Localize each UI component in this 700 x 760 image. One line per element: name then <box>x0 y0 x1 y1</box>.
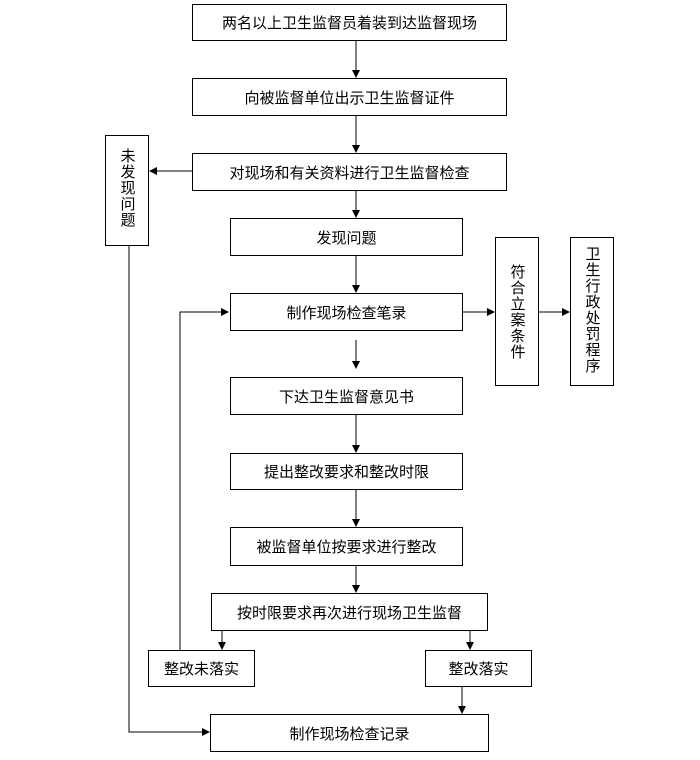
box-meets-case: 符合立案条件 <box>495 237 539 386</box>
step-final-record: 制作现场检查记录 <box>210 714 489 752</box>
step-not-done: 整改未落实 <box>148 650 255 687</box>
step-done: 整改落实 <box>425 650 532 687</box>
step-make-record: 制作现场检查笔录 <box>230 293 463 331</box>
box-no-problem: 未发现问题 <box>105 135 149 246</box>
step-inspection: 对现场和有关资料进行卫生监督检查 <box>192 153 507 191</box>
step-show-certificate: 向被监督单位出示卫生监督证件 <box>192 78 507 116</box>
step-unit-rectify: 被监督单位按要求进行整改 <box>230 527 463 566</box>
step-set-deadline: 提出整改要求和整改时限 <box>230 453 463 490</box>
step-arrive-site: 两名以上卫生监督员着装到达监督现场 <box>192 4 507 41</box>
step-problem-found: 发现问题 <box>230 218 463 256</box>
arrow-no-problem-final <box>128 246 210 736</box>
arrow-not-done-loop <box>179 308 229 650</box>
step-issue-opinion: 下达卫生监督意见书 <box>230 377 463 415</box>
box-admin-penalty: 卫生行政处罚程序 <box>570 237 614 386</box>
no-problem-label: 未发现问题 <box>118 148 137 228</box>
admin-penalty-label: 卫生行政处罚程序 <box>583 246 602 374</box>
meets-case-label: 符合立案条件 <box>508 264 527 360</box>
step-recheck: 按时限要求再次进行现场卫生监督 <box>211 593 488 631</box>
